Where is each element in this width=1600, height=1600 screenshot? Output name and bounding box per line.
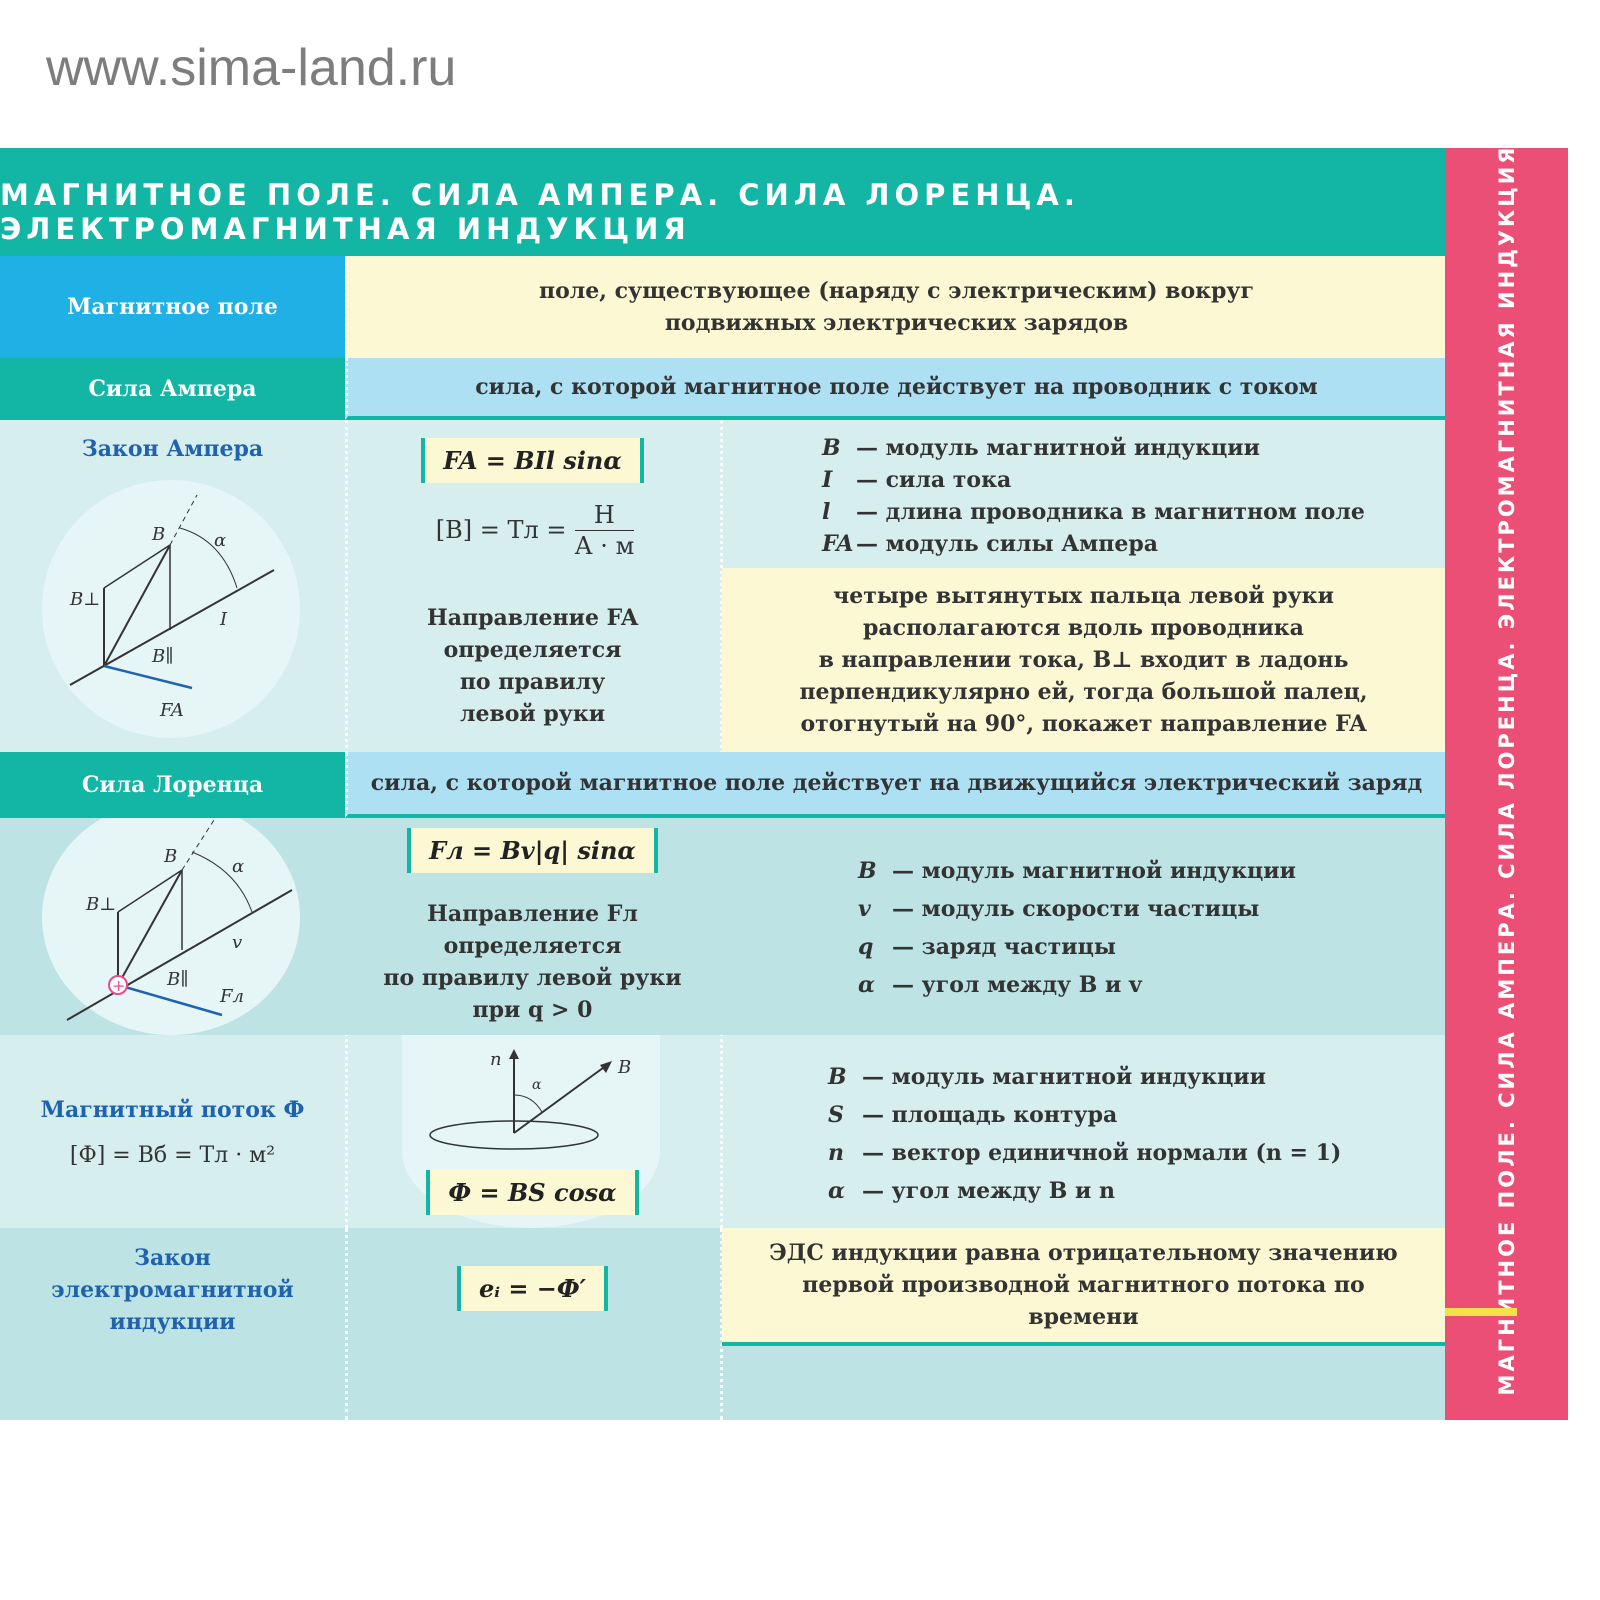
svg-text:I: I (219, 609, 228, 630)
ampere-defs: B— модуль магнитной индукции I— сила ток… (822, 435, 1365, 557)
poster-title: МАГНИТНОЕ ПОЛЕ. СИЛА АМПЕРА. СИЛА ЛОРЕНЦ… (0, 148, 1445, 256)
side-title: МАГНИТНОЕ ПОЛЕ. СИЛА АМПЕРА. СИЛА ЛОРЕНЦ… (1495, 144, 1519, 1396)
svg-text:B: B (163, 846, 177, 867)
formula-induction: eᵢ = −Ф′ (456, 1266, 609, 1311)
svg-text:B⊥: B⊥ (85, 894, 116, 915)
label-B: B (151, 524, 165, 545)
label-induction: Закон электромагнитной индукции (51, 1245, 294, 1335)
side-band (1445, 148, 1568, 1420)
svg-text:v: v (232, 932, 242, 953)
flux-defs: B— модуль магнитной индукции S— площадь … (828, 1064, 1342, 1204)
def-ampere-force: сила, с которой магнитное поле действует… (345, 358, 1445, 420)
ampere-diagram: B B⊥ B∥ α I FA (42, 480, 300, 738)
def-induction: ЭДС индукции равна отрицательному значен… (722, 1228, 1445, 1346)
svg-text:B∥: B∥ (166, 969, 189, 990)
label-ampere-law: Закон Ампера (81, 436, 264, 462)
svg-text:FA: FA (159, 700, 184, 721)
side-marker (1445, 1308, 1517, 1316)
svg-text:α: α (232, 856, 244, 877)
svg-text:α: α (532, 1077, 542, 1093)
def-lorentz-force: сила, с которой магнитное поле действует… (345, 752, 1445, 818)
units-numerator: Н (574, 500, 635, 531)
formula-ampere: FA = BIl sinα (421, 438, 644, 483)
flux-units: [Ф] = Вб = Тл · м² (69, 1143, 276, 1168)
svg-text:Fл: Fл (219, 986, 244, 1007)
svg-text:n: n (490, 1049, 502, 1070)
formula-flux: Ф = BS cosα (426, 1170, 639, 1215)
svg-text:B⊥: B⊥ (69, 589, 100, 610)
site-watermark: www.sima-land.ru (46, 39, 457, 97)
label-ampere-force: Сила Ампера (0, 358, 345, 420)
units-B: [B] = Тл = (435, 516, 567, 544)
svg-text:B∥: B∥ (151, 646, 174, 667)
units-denominator: А · м (574, 531, 635, 560)
lorentz-diagram: + B B⊥ B∥ α v Fл (42, 818, 300, 1035)
label-flux: Магнитный поток Ф (40, 1097, 305, 1123)
def-magnetic-field: поле, существующее (наряду с электрическ… (345, 256, 1445, 358)
svg-text:+: + (112, 976, 125, 995)
svg-text:α: α (214, 530, 226, 551)
label-magnetic-field: Магнитное поле (0, 256, 345, 358)
svg-text:B: B (617, 1057, 631, 1078)
lorentz-defs: B— модуль магнитной индукции v— модуль с… (858, 858, 1296, 998)
label-lorentz-force: Сила Лоренца (0, 752, 345, 818)
formula-lorentz: Fл = Bv|q| sinα (407, 828, 658, 873)
